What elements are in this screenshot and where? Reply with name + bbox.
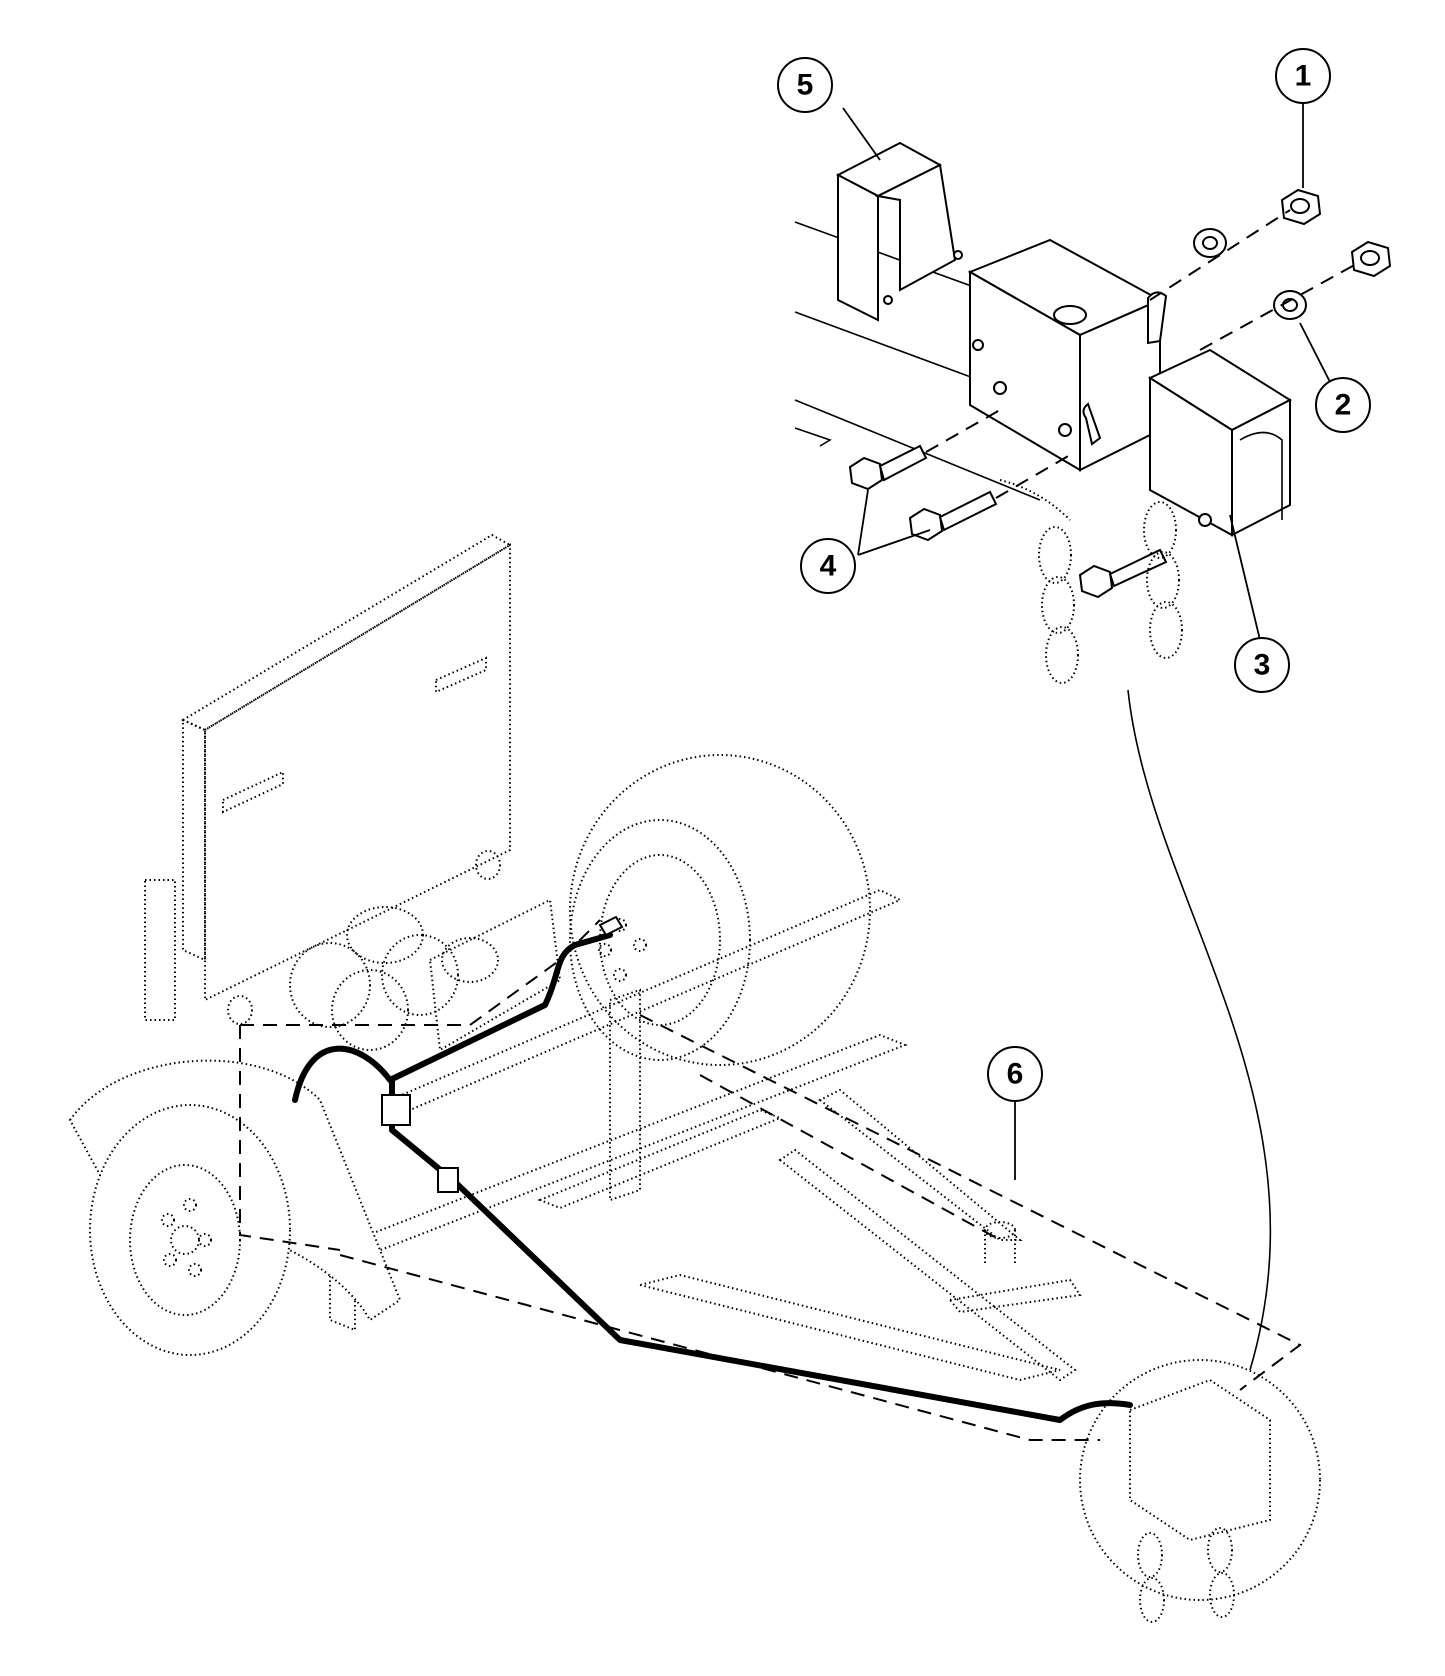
part-5-cover-plate (835, 141, 963, 322)
callout-6-label: 6 (1007, 1058, 1024, 1091)
hitch-detail-exploded-view (794, 141, 1392, 1371)
part-4-bolts (848, 409, 1168, 599)
callout-6: 6 (987, 1046, 1043, 1102)
hitch-magnified-circle (1079, 1359, 1321, 1623)
callout-1-label: 1 (1295, 60, 1312, 93)
callout-3-label: 3 (1254, 649, 1271, 682)
safety-chains (999, 479, 1183, 684)
part-1-nut-and-washer (1149, 188, 1322, 301)
part-2-nut-and-washer (1199, 240, 1392, 351)
callout-4-label: 4 (820, 550, 837, 583)
rear-wheel (569, 754, 871, 1066)
callout-5-label: 5 (797, 69, 814, 102)
coupler-body (967, 238, 1168, 472)
part-6-wiring-harness (239, 915, 1302, 1441)
callout-3: 3 (1234, 637, 1290, 693)
detail-connection-line (1127, 689, 1272, 1371)
trailer-assembly (68, 533, 1321, 1623)
callout-1: 1 (1275, 48, 1331, 104)
callout-2-label: 2 (1335, 389, 1352, 422)
callout-4: 4 (800, 538, 856, 594)
leader-lines (842, 100, 1331, 1180)
part-3-coupler-socket (1147, 348, 1293, 537)
cable-connector-rear (381, 1094, 411, 1126)
front-wheel (89, 1104, 291, 1356)
trailer-frame (327, 888, 1082, 1382)
backboard-panel (144, 533, 512, 1021)
cable-connector-front (437, 1167, 459, 1193)
callout-2: 2 (1315, 377, 1371, 433)
callout-5: 5 (777, 57, 833, 113)
engine-cylinders (227, 850, 562, 1052)
cable-plug (598, 915, 624, 937)
